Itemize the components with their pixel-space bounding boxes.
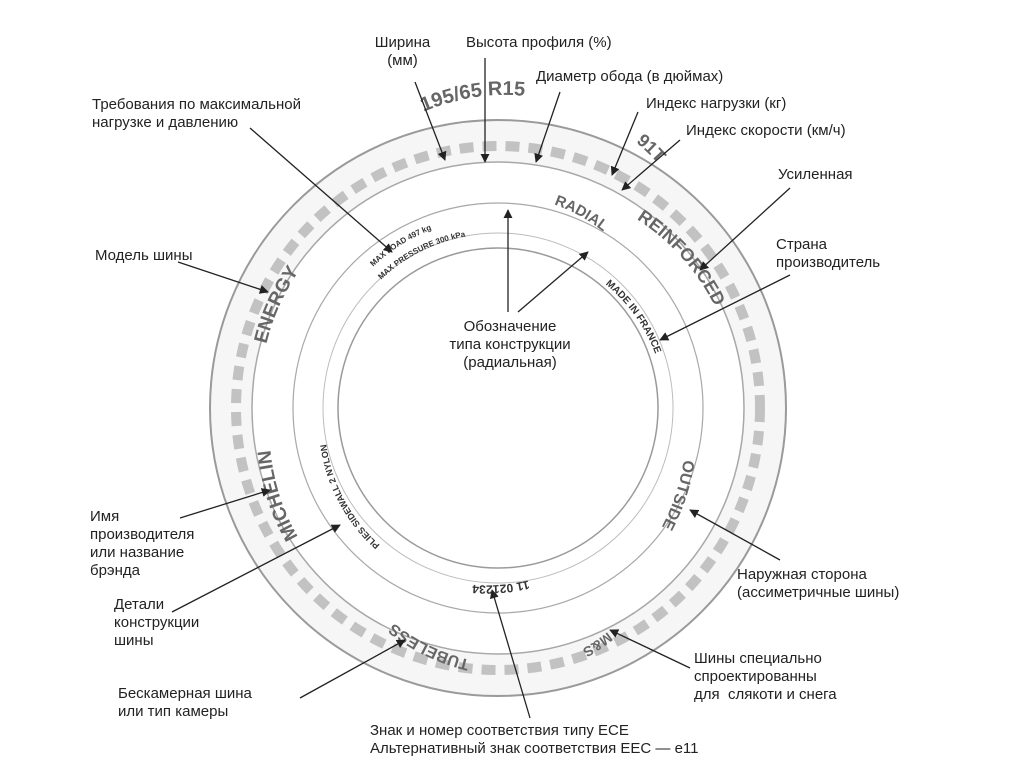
label-ece: Знак и номер соответствия типу ECE Альте…	[370, 722, 699, 757]
arrow-reinforced	[699, 187, 791, 271]
arrow-manufacturer	[179, 488, 271, 519]
label-mud-snow: Шины специально спроектированны для сляк…	[694, 650, 837, 703]
label-manufacturer: Имя производителя или название брэнда	[90, 508, 195, 579]
arrow-speed-index	[621, 139, 681, 191]
label-construction-type: Обозначение типа конструкции (радиальная…	[449, 318, 571, 371]
label-speed-index: Индекс скорости (км/ч)	[686, 122, 846, 139]
arrow-construction-2	[517, 251, 589, 313]
arrow-rim	[534, 91, 561, 163]
label-rim-diameter: Диаметр обода (в дюймах)	[536, 68, 724, 85]
arrow-outside	[689, 509, 781, 561]
arrow-max-load	[249, 127, 393, 253]
leader-lines	[171, 58, 791, 719]
label-construction-details: Детали конструкции шины	[114, 596, 200, 649]
arrow-ms	[609, 629, 691, 669]
label-load-index: Индекс нагрузки (кг)	[646, 95, 787, 112]
arrow-width	[414, 81, 447, 161]
label-reinforced: Усиленная	[778, 166, 853, 183]
label-profile-height: Высота профиля (%)	[466, 34, 612, 51]
label-width: Ширина (мм)	[374, 34, 431, 69]
arrow-ece	[489, 589, 531, 719]
label-tubeless: Бескамерная шина или тип камеры	[118, 685, 252, 720]
arrow-load-index	[610, 111, 639, 176]
label-max-load: Требования по максимальной нагрузке и да…	[92, 96, 301, 131]
arrow-tubeless	[299, 639, 406, 699]
tire-body	[209, 119, 787, 697]
arrow-construction-details	[171, 524, 341, 613]
label-outside: Наружная сторона (ассиметричные шины)	[737, 566, 900, 601]
label-tire-model: Модель шины	[95, 247, 193, 264]
arrow-country	[659, 274, 791, 341]
label-country: Страна производитель	[776, 236, 881, 271]
sidewall-size-text: 195/65 R15	[417, 78, 526, 117]
arrow-model	[177, 261, 269, 294]
